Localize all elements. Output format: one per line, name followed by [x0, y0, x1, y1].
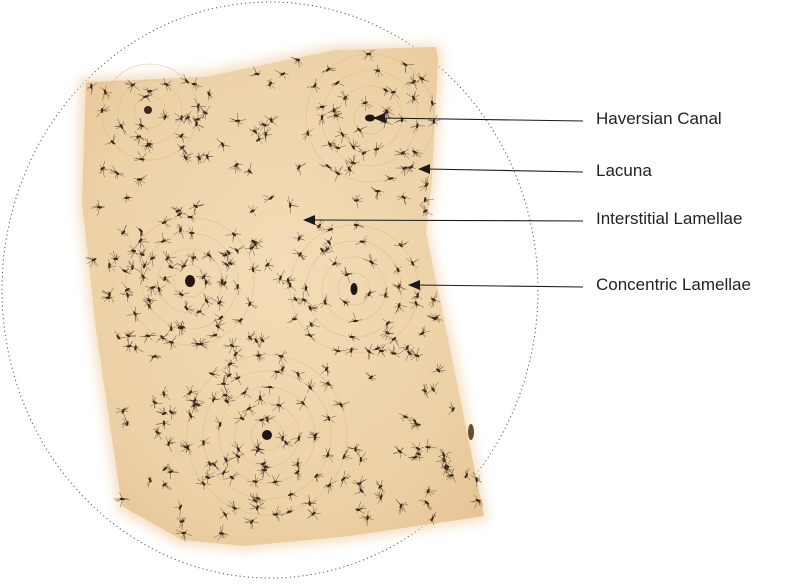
haversian-canal-bottom — [262, 430, 272, 440]
label-concentric-lamellae: Concentric Lamellae — [596, 276, 751, 293]
leader-concentric-lamellae — [416, 285, 583, 287]
haversian-canal-edge — [468, 424, 474, 440]
haversian-canal-left — [185, 275, 195, 287]
leader-lacuna — [426, 169, 583, 172]
bone-tissue-section — [82, 47, 484, 546]
label-interstitial-lamellae: Interstitial Lamellae — [596, 210, 742, 227]
haversian-canal-small — [144, 106, 152, 114]
haversian-canal-center — [351, 283, 358, 295]
label-haversian-canal: Haversian Canal — [596, 110, 722, 127]
label-lacuna: Lacuna — [596, 162, 652, 179]
